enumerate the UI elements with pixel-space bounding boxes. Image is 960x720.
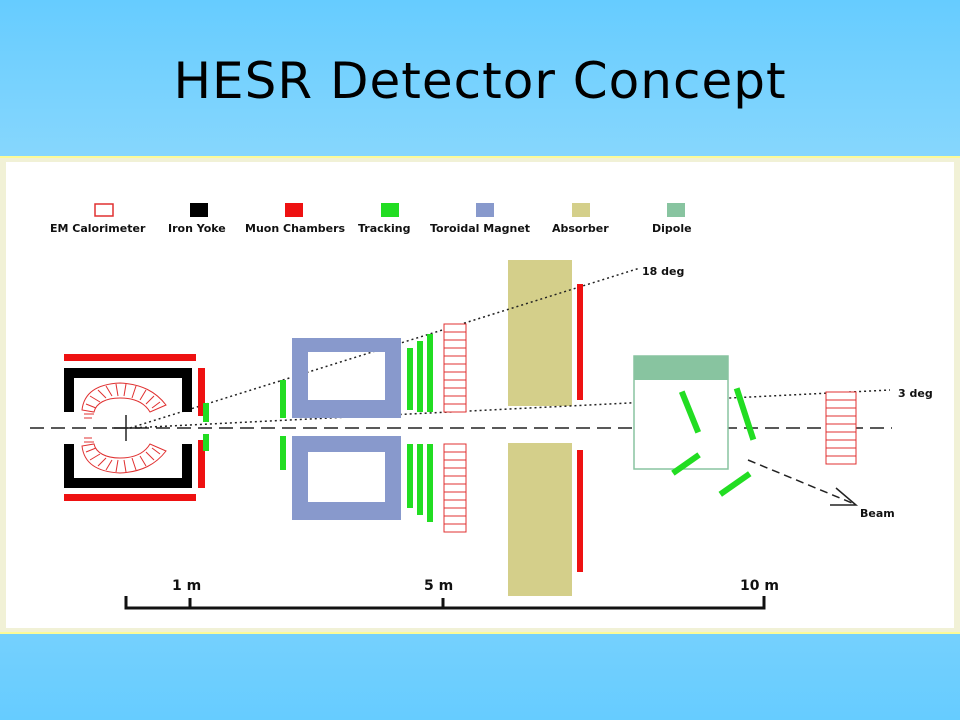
scale-tick-10m: 10 m xyxy=(740,578,779,594)
iron-yoke-lower xyxy=(64,444,192,488)
legend-label-em-calorimeter: EM Calorimeter xyxy=(50,222,146,235)
angle-label-18-deg: 18 deg xyxy=(642,265,684,278)
dipole xyxy=(633,355,729,470)
toroidal-magnet-swatch xyxy=(476,203,494,217)
legend-item-tracking: Tracking xyxy=(358,203,410,235)
slide-title: HESR Detector Concept xyxy=(173,52,787,110)
dipole-tracking xyxy=(671,387,757,497)
toroid-lower xyxy=(292,436,401,520)
legend: EM Calorimeter Iron Yoke Muon Chambers T… xyxy=(50,203,692,235)
legend-label-absorber: Absorber xyxy=(552,222,609,235)
central-detector xyxy=(64,354,209,501)
toroid-upper xyxy=(292,338,401,418)
tracking-pre-toroid-lower xyxy=(280,436,286,470)
muon-bar-right-lower xyxy=(198,440,205,488)
iron-yoke-swatch xyxy=(190,203,208,217)
scale-tick-1m: 1 m xyxy=(172,578,201,594)
legend-item-iron-yoke: Iron Yoke xyxy=(168,203,226,235)
tracking-inner-lower xyxy=(203,434,209,451)
toroidal-magnet xyxy=(280,338,401,520)
legend-item-em-calorimeter: EM Calorimeter xyxy=(50,203,146,235)
legend-item-dipole: Dipole xyxy=(652,203,692,235)
muon-bar-bottom xyxy=(64,494,196,501)
legend-label-tracking: Tracking xyxy=(358,222,410,235)
absorber-lower xyxy=(508,443,572,596)
legend-item-toroidal-magnet: Toroidal Magnet xyxy=(430,203,530,235)
muon-chambers-swatch xyxy=(285,203,303,217)
scale-tick-5m: 5 m xyxy=(424,578,453,594)
muon-bar-right-upper xyxy=(198,368,205,416)
dipole-magnet xyxy=(634,356,728,380)
angle-line-18-deg xyxy=(129,267,641,429)
legend-label-toroidal-magnet: Toroidal Magnet xyxy=(430,222,530,235)
angle-label-3-deg: 3 deg xyxy=(898,387,933,400)
legend-label-dipole: Dipole xyxy=(652,222,692,235)
angle-line-3-deg xyxy=(129,389,891,429)
dipole-swatch xyxy=(667,203,685,217)
beam-label: Beam xyxy=(860,507,895,520)
tracking-inner-upper xyxy=(203,403,209,422)
muon-bar-post-absorber-upper xyxy=(577,284,583,400)
scale-bar: 1 m 5 m 10 m xyxy=(124,578,779,610)
em-calorimeter xyxy=(81,382,167,474)
legend-item-muon-chambers: Muon Chambers xyxy=(245,203,346,235)
absorber-swatch xyxy=(572,203,590,217)
em-calorimeter-swatch xyxy=(94,203,114,217)
muon-bar-top xyxy=(64,354,196,361)
muon-bar-post-absorber-lower xyxy=(577,450,583,572)
beam-arrow xyxy=(747,459,859,506)
tracking-stations xyxy=(407,334,433,522)
tracking-swatch xyxy=(381,203,399,217)
iron-yoke-upper xyxy=(64,368,192,412)
forward-calorimeter xyxy=(443,323,467,533)
legend-label-iron-yoke: Iron Yoke xyxy=(168,222,226,235)
far-calorimeter xyxy=(825,391,857,465)
absorber xyxy=(508,260,572,406)
tracking-pre-toroid-upper xyxy=(280,380,286,418)
legend-item-absorber: Absorber xyxy=(552,203,609,235)
legend-label-muon-chambers: Muon Chambers xyxy=(245,222,346,235)
